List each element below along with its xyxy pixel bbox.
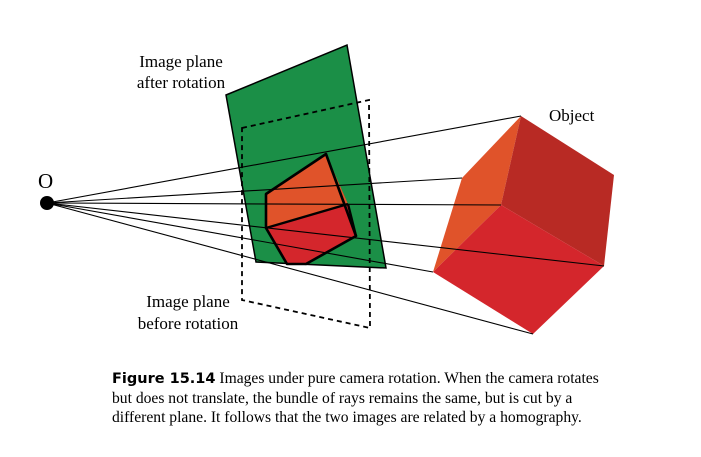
cube-right-face	[501, 116, 614, 266]
caption-line: different plane. It follows that the two…	[112, 409, 582, 426]
rotation-diagram: O Image plane after rotation Image plane…	[38, 43, 614, 335]
caption-line: but does not translate, the bundle of ra…	[112, 390, 573, 407]
image-plane-after-label: after rotation	[137, 73, 226, 92]
image-plane-after-label: Image plane	[139, 52, 223, 71]
projected-image-edge	[346, 203, 358, 237]
caption-text: Images under pure camera rotation. When …	[215, 370, 599, 387]
image-plane-before-label: before rotation	[138, 314, 239, 333]
caption-line: Figure 15.14 Images under pure camera ro…	[112, 369, 632, 389]
figure-number: Figure 15.14	[112, 371, 216, 387]
object-label: Object	[549, 106, 595, 125]
cube-left-face	[433, 116, 521, 272]
projected-image-bottom-face	[266, 204, 356, 264]
ray-bundle	[46, 115, 605, 335]
image-plane-before-label: Image plane	[146, 292, 230, 311]
cube-bottom-face	[433, 205, 604, 334]
figure-caption: Figure 15.14 Images under pure camera ro…	[112, 369, 632, 427]
origin-point	[40, 196, 54, 210]
projected-image-edge	[265, 202, 349, 230]
origin-label: O	[38, 169, 53, 193]
